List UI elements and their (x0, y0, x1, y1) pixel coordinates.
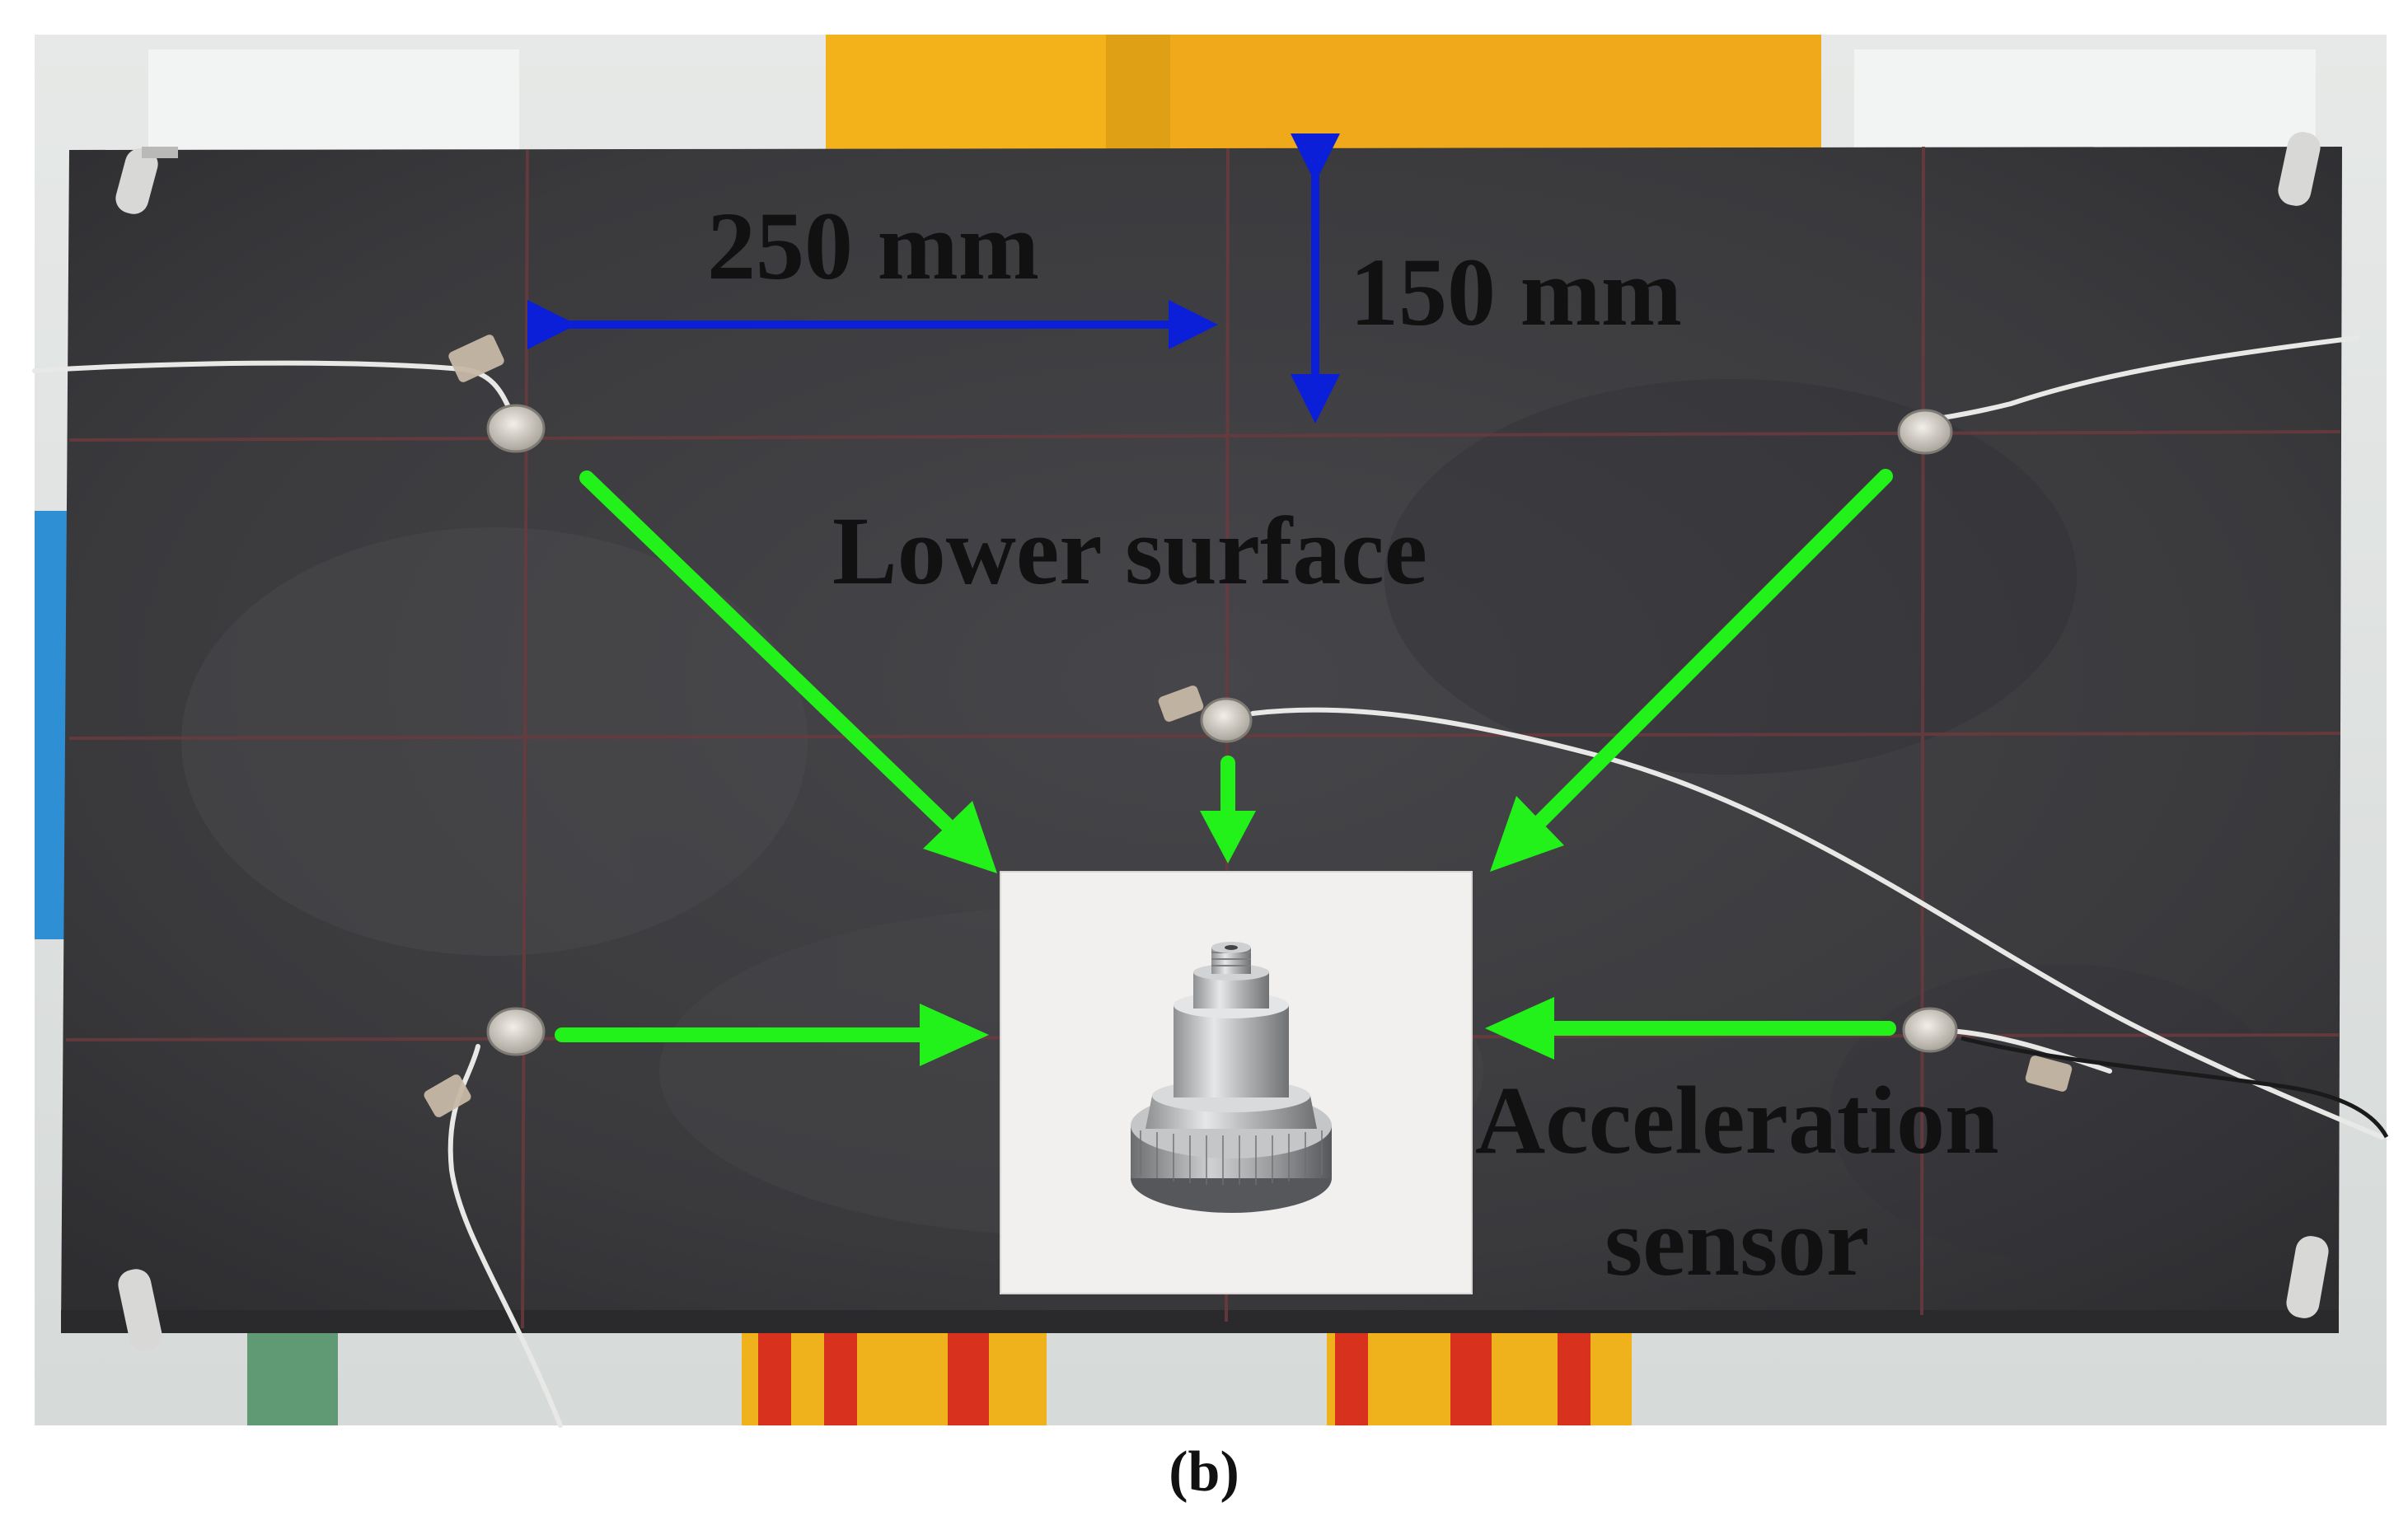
surface-label: Lower surface (832, 497, 1428, 605)
sensor-pad-center (1200, 697, 1253, 743)
pointer-arrowhead-top-left (923, 801, 997, 873)
striped-column-right (1327, 1318, 1632, 1425)
pointer-arrows (555, 469, 1896, 1066)
sensor-pad-top-left (486, 404, 546, 453)
black-cable (1961, 1036, 2389, 1139)
figure-caption: (b) (1169, 1440, 1239, 1504)
pointer-arrowhead-center (1200, 811, 1256, 863)
dimension-label-vertical: 150 mm (1350, 238, 1683, 346)
pointer-arrowhead-top-right (1490, 796, 1564, 872)
pointer-arrowhead-bottom-right (1485, 997, 1554, 1060)
gantry-beam-right (1170, 35, 1821, 150)
green-cabinet (247, 1318, 338, 1425)
dimension-label-horizontal: 250 mm (707, 192, 1040, 300)
blue-cabinet (35, 511, 68, 939)
pointer-arrow-top-left (579, 470, 953, 831)
pointer-arrowhead-bottom-left (920, 1004, 989, 1066)
sensor-label-line1: Acceleration (1475, 1066, 1999, 1174)
sensor-inset-photo (1000, 871, 1473, 1294)
support-bolt-top-left (115, 147, 178, 214)
window-panel-right (1854, 49, 2316, 157)
window-panel-left (148, 49, 519, 157)
plate-bottom-edge (61, 1310, 2339, 1333)
gantry-beam-left (826, 35, 1106, 150)
support-bolt-bottom-left (118, 1269, 162, 1351)
striped-column-left (742, 1318, 1047, 1425)
sensor-pad-bottom-right (1902, 1007, 1958, 1053)
support-bolt-bottom-right (2286, 1236, 2329, 1318)
sensor-pad-top-right (1897, 409, 1953, 455)
gantry-opening (1106, 35, 1170, 150)
pointer-arrow-top-right (1534, 469, 1893, 828)
sensor-pad-bottom-left (486, 1007, 546, 1056)
support-bolt-top-right (2278, 132, 2321, 206)
tape-strips (424, 335, 2073, 1117)
sensor-label-line2: sensor (1605, 1187, 1870, 1296)
sensor-label: Acceleration sensor (1475, 1060, 1999, 1303)
